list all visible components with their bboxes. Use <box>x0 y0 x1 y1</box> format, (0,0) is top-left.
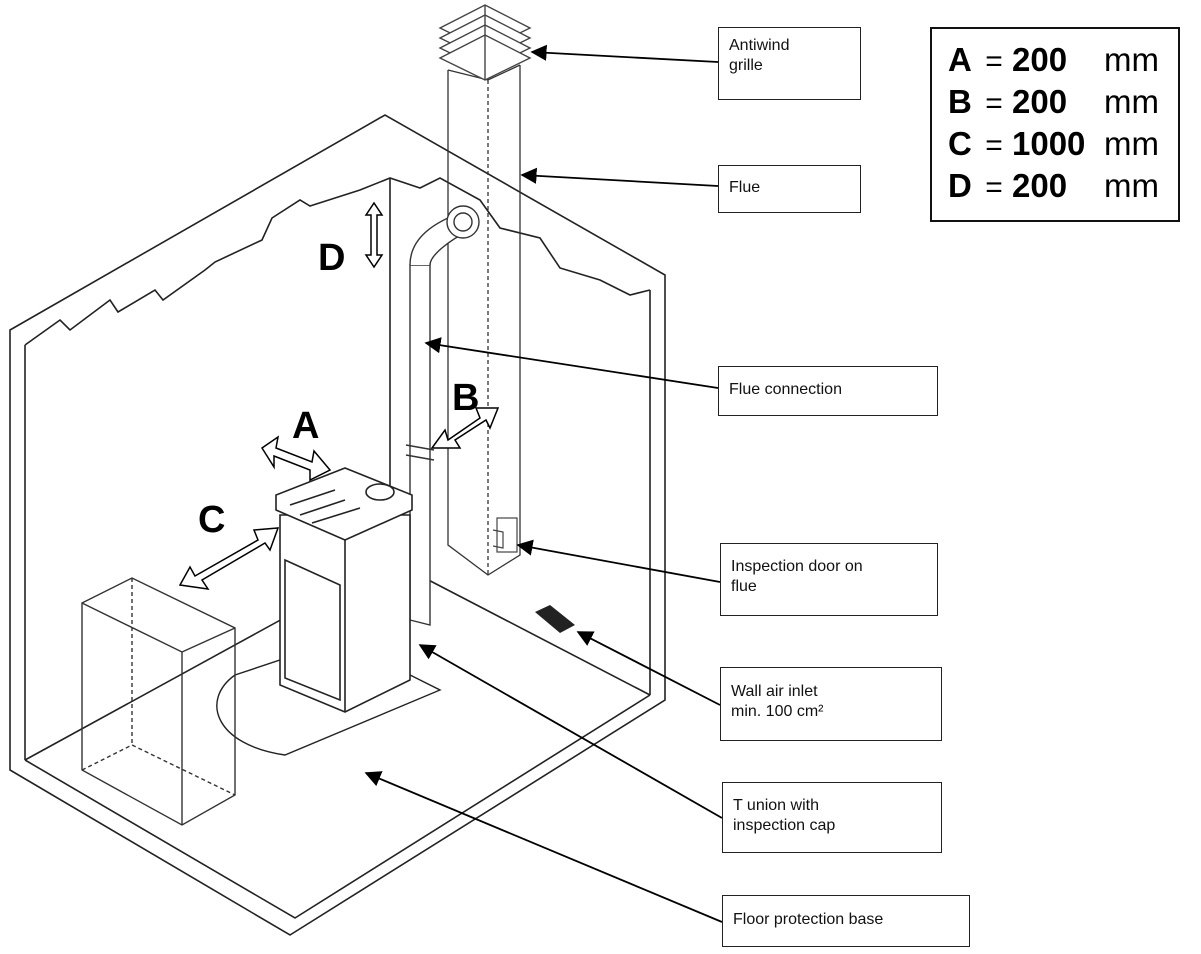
legend-row-a: A = 200 mm <box>948 41 1159 78</box>
callout-inspection-door: Inspection door on flue <box>720 543 938 616</box>
dimension-arrows <box>178 201 500 590</box>
callout-t-union: T union with inspection cap <box>722 782 942 853</box>
floor-protection-shape <box>216 639 442 756</box>
dimension-c-label: C <box>198 499 225 541</box>
antiwind-grille-shape <box>438 4 532 81</box>
dimension-d-label: D <box>318 237 345 279</box>
inspection-door-shape <box>492 517 518 553</box>
furniture-box <box>81 577 236 826</box>
dimension-a-label: A <box>292 405 319 447</box>
leader-lines <box>364 44 723 923</box>
callout-antiwind-grille: Antiwind grille <box>718 27 861 100</box>
callout-flue-connection: Flue connection <box>718 366 938 416</box>
legend-row-d: D = 200 mm <box>948 167 1159 204</box>
dimension-b-label: B <box>452 377 479 419</box>
legend-row-c: C = 1000 mm <box>948 125 1159 162</box>
legend-row-b: B = 200 mm <box>948 83 1159 120</box>
flue-chimney <box>447 64 521 576</box>
flue-pipe <box>405 205 480 626</box>
callout-wall-air-inlet: Wall air inlet min. 100 cm² <box>720 667 942 741</box>
callout-floor-protection-base: Floor protection base <box>722 895 970 947</box>
room-walls <box>9 114 666 936</box>
wall-air-inlet-shape <box>535 605 575 633</box>
dimension-legend: A = 200 mm B = 200 mm C = 1000 mm D = 20… <box>930 27 1180 222</box>
callout-flue: Flue <box>718 165 861 213</box>
stove-shape <box>275 467 413 713</box>
